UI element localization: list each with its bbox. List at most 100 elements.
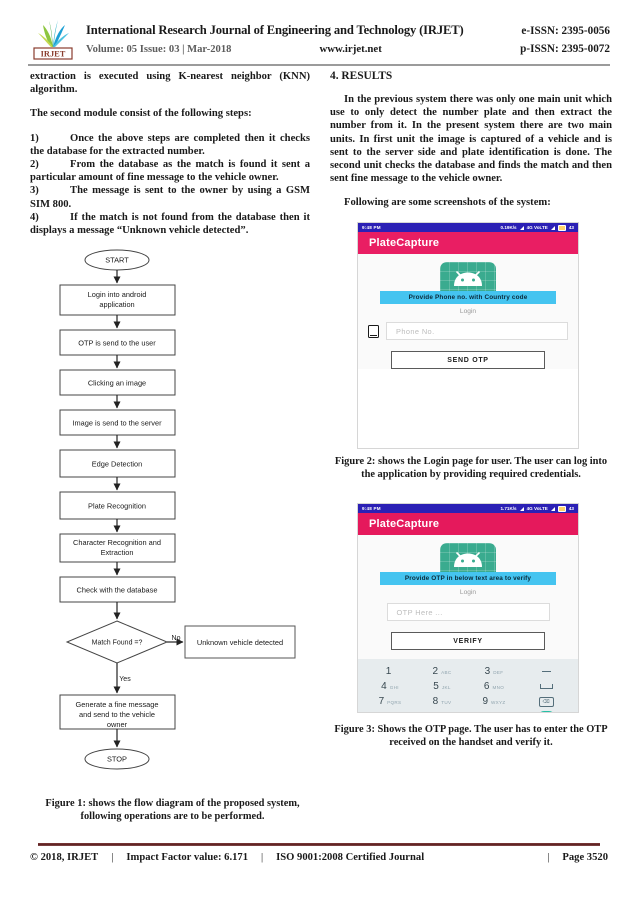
key-4-num: 4 (381, 681, 387, 692)
numeric-keypad: 1 2 ABC 3 DEF 4 GHI (358, 659, 578, 712)
keypad-row: 4 GHI 5 JKL 6 MNO (364, 679, 572, 694)
footer-page-number: Page 3520 (562, 852, 608, 863)
flow-label-decision: Match Found =? (92, 640, 143, 647)
key-9-sub: WXYZ (491, 700, 506, 705)
phone2-app-bar: PlateCapture (358, 513, 578, 535)
page-footer: © 2018, IRJET | Impact Factor value: 6.1… (30, 852, 608, 863)
android-head-glyph (454, 271, 482, 286)
phone2-tooltip: Provide OTP in below text area to verify (380, 572, 556, 585)
phone2-status-battery: 43 (568, 506, 574, 511)
key-0[interactable]: 0 + (416, 711, 468, 712)
flow-label-2: OTP is send to the user (78, 339, 156, 348)
phone1-status-network: 4G VoLTE (526, 225, 548, 230)
phone1-tooltip: Provide Phone no. with Country code (380, 291, 556, 304)
keypad-row: 1 2 ABC 3 DEF (364, 664, 572, 679)
key-2-sub: ABC (441, 670, 452, 675)
key-7[interactable]: 7 PQRS (364, 696, 416, 707)
list-item: 4)If the match is not found from the dat… (30, 211, 310, 237)
key-6-sub: MNO (492, 685, 505, 690)
key-3[interactable]: 3 DEF (468, 666, 520, 677)
flow-node-7 (59, 533, 176, 563)
figure-3-caption: Figure 3: Shows the OTP page. The user h… (334, 724, 608, 748)
phone2-content: Provide OTP in below text area to verify… (358, 535, 578, 712)
key-5-num: 5 (433, 681, 439, 692)
otp-input[interactable]: OTP Here ... (386, 603, 550, 621)
flow-node-stop (84, 748, 150, 770)
right-paragraph-1: In the previous system there was only on… (330, 94, 612, 185)
list-item-number: 4) (30, 211, 39, 223)
flow-label-yes-a: Generate a fine message (76, 700, 159, 709)
figure-3-otp-screenshot: 9:48 PM 1.71K/s 4G VoLTE 43 PlateCapture (357, 503, 579, 713)
battery-icon (557, 505, 566, 512)
phone-number-input[interactable]: Phone No. (386, 322, 568, 340)
key-8-num: 8 (432, 696, 439, 707)
otp-placeholder: OTP Here ... (396, 607, 443, 617)
list-item-text: The message is sent to the owner by usin… (30, 185, 310, 210)
key-4[interactable]: 4 GHI (364, 681, 416, 692)
flow-node-no (184, 625, 296, 659)
signal-icon (519, 506, 524, 511)
footer-certification: ISO 9001:2008 Certified Journal (276, 852, 425, 863)
flow-label-3: Clicking an image (88, 379, 146, 388)
page-header: IRJET International Research Journal of … (28, 14, 610, 64)
flow-label-7b: Extraction (101, 548, 134, 557)
key-3-sub: DEF (493, 670, 504, 675)
section-title-results: 4. RESULTS (330, 70, 393, 82)
signal-icon-2 (550, 506, 555, 511)
checkmark-icon (537, 710, 555, 712)
keypad-row: * # 0 + . (364, 709, 572, 712)
key-2-num: 2 (432, 666, 439, 677)
key-backspace[interactable]: ⌫ (520, 696, 572, 707)
android-head-glyph (454, 552, 482, 567)
key-5[interactable]: 5 JKL (416, 681, 468, 692)
key-dash[interactable] (520, 670, 572, 673)
key-confirm[interactable] (520, 710, 572, 712)
key-space[interactable] (520, 684, 572, 689)
flow-node-3 (59, 369, 176, 396)
flow-label-no: No (172, 635, 181, 642)
flow-label-4: Image is send to the server (72, 419, 162, 428)
phone1-login-label: Login (459, 308, 477, 315)
spacebar-icon (539, 684, 553, 689)
key-4-sub: GHI (389, 685, 399, 690)
list-item-number: 3) (30, 185, 39, 197)
battery-icon (557, 224, 566, 231)
phone1-status-time: 9:48 PM (362, 225, 381, 230)
signal-icon-2 (550, 225, 555, 230)
flow-label-stop: STOP (107, 755, 127, 764)
phone2-status-speed: 1.71K/s (500, 506, 517, 511)
journal-title: International Research Journal of Engine… (86, 23, 464, 37)
list-item-number: 2) (30, 159, 39, 171)
key-1[interactable]: 1 (364, 666, 416, 677)
phone1-status-battery: 43 (568, 225, 574, 230)
footer-impact-factor: Impact Factor value: 6.171 (126, 852, 248, 863)
key-0-num: 0 (436, 711, 442, 712)
send-otp-button[interactable]: SEND OTP (391, 351, 545, 369)
e-issn: e-ISSN: 2395-0056 (521, 25, 610, 37)
flowchart-svg: START Login into android application OTP… (59, 249, 296, 770)
left-column: extraction is executed using K-nearest n… (30, 70, 310, 237)
flow-label-yes: Yes (119, 676, 131, 683)
right-column: 4. RESULTS In the previous system there … (330, 70, 612, 210)
key-8[interactable]: 8 TUV (416, 696, 468, 707)
figure-2-login-screenshot: 9:48 PM 0.19K/s 4G VoLTE 43 PlateCapture (357, 222, 579, 449)
flow-label-1b: application (99, 300, 134, 309)
flow-node-1 (59, 284, 176, 316)
flow-label-yes-b: and send to the vehicle (79, 710, 155, 719)
list-item-text: If the match is not found from the datab… (30, 211, 310, 237)
key-9[interactable]: 9 WXYZ (468, 696, 520, 707)
footer-separator-1: | (111, 852, 114, 863)
key-2[interactable]: 2 ABC (416, 666, 468, 677)
key-6[interactable]: 6 MNO (468, 681, 520, 692)
header-divider (28, 64, 610, 66)
verify-button[interactable]: VERIFY (391, 632, 545, 650)
key-6-num: 6 (483, 681, 490, 692)
irjet-logo-icon: IRJET (33, 20, 73, 60)
figure-1-caption: Figure 1: shows the flow diagram of the … (45, 798, 300, 822)
flow-label-7a: Character Recognition and (73, 538, 161, 547)
keypad-row: 7 PQRS 8 TUV 9 WXYZ ⌫ (364, 694, 572, 709)
right-paragraph-2: Following are some screenshots of the sy… (344, 197, 551, 209)
verify-label: VERIFY (453, 637, 483, 645)
phone2-status-network: 4G VoLTE (526, 506, 548, 511)
